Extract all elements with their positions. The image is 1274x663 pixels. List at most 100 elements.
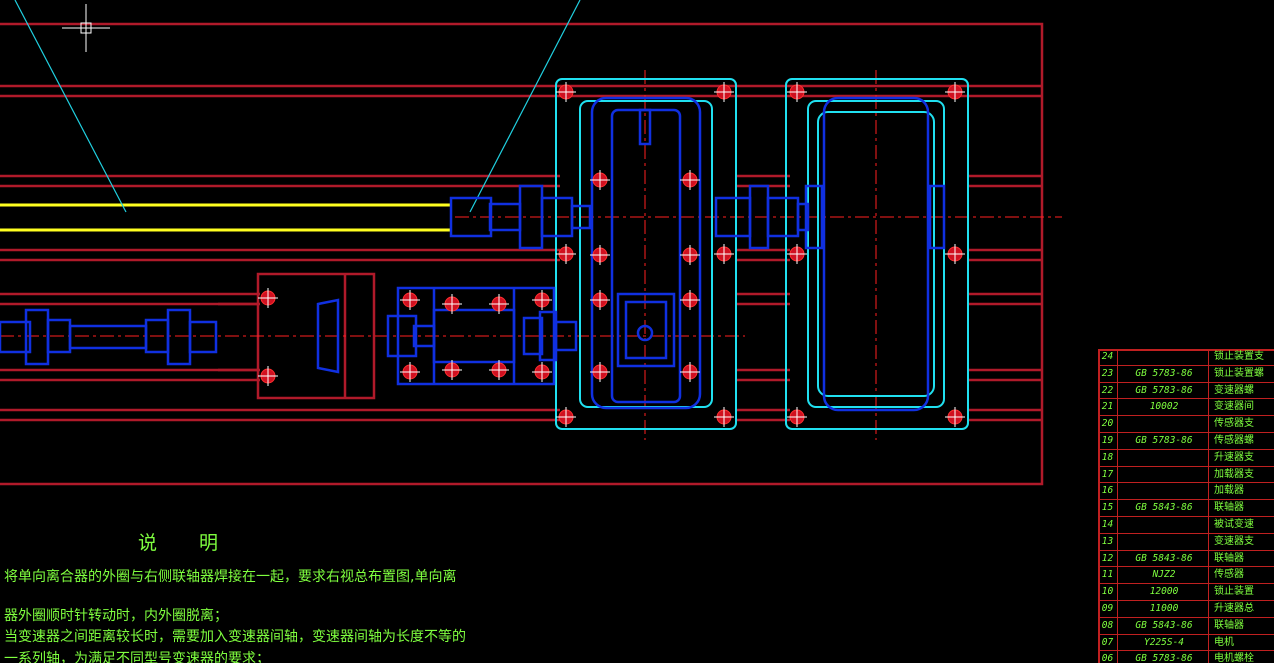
- bom-part-name: 加载器: [1214, 485, 1244, 497]
- bom-item-number: 19: [1101, 434, 1114, 446]
- bom-item-number: 07: [1101, 636, 1114, 648]
- bom-standard-code: Y225S-4: [1143, 636, 1185, 648]
- table-row: 21 10002 变速器间: [1098, 399, 1274, 417]
- bolt-symbol: [714, 407, 734, 427]
- table-row: 12 GB 5843-86 联轴器: [1098, 551, 1274, 568]
- bom-standard-code: GB 5843-86: [1135, 552, 1193, 564]
- bom-standard-code: NJZ2: [1152, 569, 1176, 581]
- bolt-symbol: [787, 82, 807, 102]
- bom-item-number: 18: [1101, 451, 1114, 463]
- table-row: 14 被试变速: [1098, 517, 1274, 534]
- bom-part-name: 传感器螺: [1214, 434, 1254, 446]
- bom-part-name: 升速器总: [1214, 602, 1254, 614]
- bom-item-number: 11: [1101, 569, 1114, 581]
- note-line-1: 将单向离合器的外圈与右侧联轴器焊接在一起，要求右视总布置图,单向离: [4, 569, 457, 585]
- bom-part-name: 变速器间: [1214, 401, 1254, 413]
- bom-item-number: 14: [1101, 518, 1114, 530]
- bom-part-name: 被试变速: [1214, 518, 1254, 530]
- table-row: 24 锁止装置支: [1098, 349, 1274, 366]
- bom-item-number: 16: [1101, 485, 1114, 497]
- table-row: 13 变速器支: [1098, 534, 1274, 551]
- cad-cursor-icon: [62, 4, 110, 52]
- bolt-symbol: [489, 294, 509, 314]
- bolt-symbol: [680, 362, 700, 382]
- bom-standard-code: GB 5783-86: [1135, 367, 1193, 379]
- bom-item-number: 22: [1101, 384, 1114, 396]
- bolt-symbol: [680, 290, 700, 310]
- table-row: 20 传感器支: [1098, 416, 1274, 433]
- bom-part-name: 传感器: [1214, 569, 1244, 581]
- bolt-symbol: [532, 290, 552, 310]
- bom-item-number: 23: [1101, 367, 1114, 379]
- bom-standard-code: GB 5843-86: [1135, 502, 1193, 514]
- bom-item-number: 13: [1101, 535, 1114, 547]
- bolt-symbol: [787, 244, 807, 264]
- bolt-symbol: [590, 362, 610, 382]
- bolt-symbol: [945, 244, 965, 264]
- bom-part-name: 联轴器: [1214, 619, 1244, 631]
- bom-part-name: 锁止装置支: [1214, 351, 1264, 362]
- bolt-symbol: [590, 170, 610, 190]
- bom-part-name: 电机: [1214, 636, 1234, 648]
- bolt-symbol: [556, 82, 576, 102]
- bom-item-number: 12: [1101, 552, 1114, 564]
- bolt-symbol: [787, 407, 807, 427]
- yellow-shaft: [0, 203, 450, 232]
- bom-item-number: 15: [1101, 502, 1114, 514]
- table-row: 16 加载器: [1098, 483, 1274, 501]
- bolt-symbol: [714, 82, 734, 102]
- bom-standard-code: GB 5783-86: [1135, 653, 1193, 663]
- bolt-symbol: [590, 245, 610, 265]
- bom-part-name: 联轴器: [1214, 552, 1244, 564]
- blue-components: [0, 96, 946, 412]
- bolt-symbol: [442, 294, 462, 314]
- bolt-symbol: [680, 170, 700, 190]
- bolt-symbol: [945, 407, 965, 427]
- leader-lines: [14, 0, 581, 213]
- bolt-symbol: [258, 288, 278, 308]
- bom-part-name: 传感器支: [1214, 418, 1254, 430]
- bolt-symbol: [945, 82, 965, 102]
- bolt-symbol: [442, 360, 462, 380]
- bom-item-number: 20: [1101, 418, 1114, 430]
- bolt-symbol: [489, 360, 509, 380]
- bom-standard-code: GB 5843-86: [1135, 619, 1193, 631]
- bom-part-name: 锁止装置: [1214, 586, 1254, 598]
- bom-item-number: 10: [1101, 586, 1114, 598]
- bolt-symbol: [400, 362, 420, 382]
- bom-part-name: 电机螺栓: [1214, 653, 1254, 663]
- bom-item-number: 17: [1101, 468, 1114, 480]
- bom-standard-code: 11000: [1149, 602, 1179, 614]
- bom-part-name: 加载器支: [1214, 468, 1254, 480]
- note-line-3: 当变速器之间距离较长时，需要加入变速器间轴，变速器间轴为长度不等的: [4, 629, 466, 645]
- bolt-symbol: [590, 290, 610, 310]
- bolt-symbol: [556, 244, 576, 264]
- table-row: 23 GB 5783-86 锁止装置螺: [1098, 366, 1274, 383]
- frame-lines: [0, 22, 1044, 486]
- table-row: 11 NJZ2 传感器: [1098, 567, 1274, 585]
- cone-shape: [316, 298, 340, 374]
- bom-item-number: 24: [1101, 351, 1114, 362]
- bom-standard-code: 10002: [1149, 401, 1179, 413]
- bom-item-number: 08: [1101, 619, 1114, 631]
- note-line-2: 器外圈顺时针转动时，内外圈脱离；: [4, 608, 228, 624]
- bom-item-number: 21: [1101, 401, 1114, 413]
- note-line-4: 一系列轴，为满足不同型号变速器的要求；: [4, 651, 270, 663]
- table-row: 07 Y225S-4 电机: [1098, 635, 1274, 652]
- bolt-symbol: [400, 290, 420, 310]
- bolts: [258, 82, 965, 427]
- bom-part-name: 变速器支: [1214, 535, 1254, 547]
- bom-part-name: 锁止装置螺: [1214, 367, 1264, 379]
- bolt-symbol: [258, 366, 278, 386]
